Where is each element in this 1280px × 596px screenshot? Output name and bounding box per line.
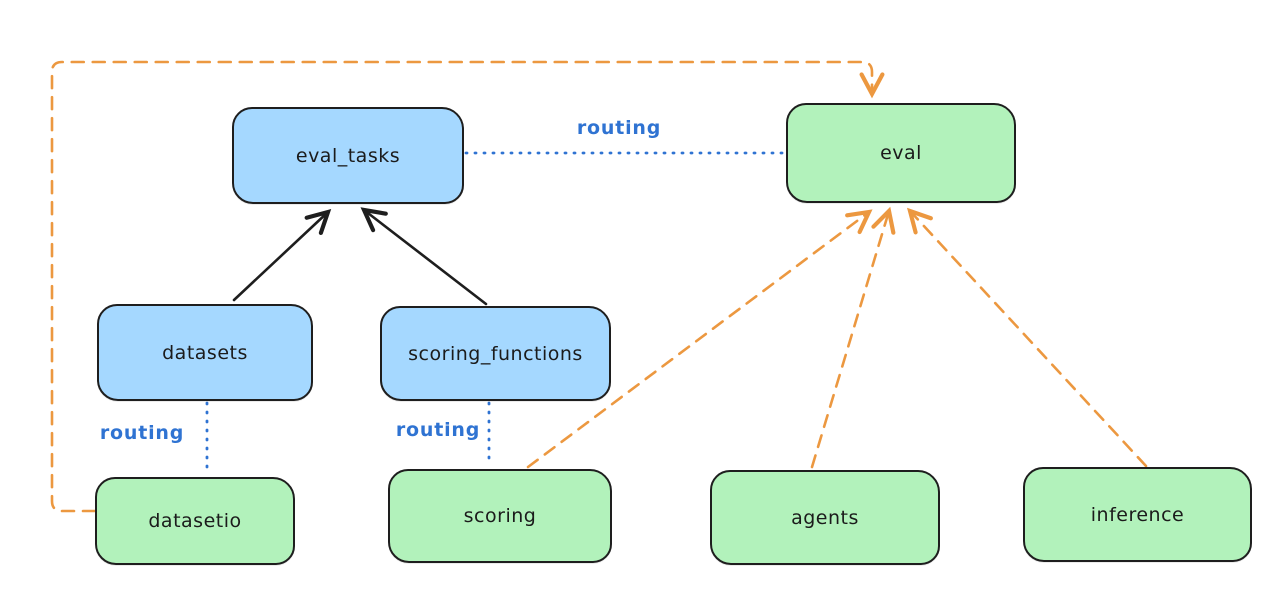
node-eval-tasks-label: eval_tasks xyxy=(295,144,401,167)
node-datasets: datasets xyxy=(97,304,313,401)
edge-label-routing-scoring-functions-scoring: routing xyxy=(395,419,481,441)
edge-scoring-to-eval xyxy=(526,209,873,469)
node-eval: eval xyxy=(786,103,1016,203)
edge-inference-to-eval xyxy=(906,207,1148,468)
edge-label-routing-datasets-datasetio: routing xyxy=(99,422,185,444)
node-scoring-label: scoring xyxy=(463,505,537,527)
node-agents: agents xyxy=(710,470,940,565)
edge-datasetio-to-eval-loop xyxy=(50,60,885,513)
node-scoring: scoring xyxy=(388,469,612,563)
node-scoring-functions: scoring_functions xyxy=(380,306,611,401)
node-scoring-functions-label: scoring_functions xyxy=(408,342,583,365)
node-datasetio: datasetio xyxy=(95,477,295,565)
node-datasetio-label: datasetio xyxy=(148,510,242,532)
node-datasets-label: datasets xyxy=(162,341,248,364)
edge-scoring-functions-to-eval-tasks xyxy=(360,207,488,306)
edge-agents-to-eval xyxy=(810,206,896,469)
node-inference-label: inference xyxy=(1090,503,1185,526)
edge-label-routing-eval-tasks-eval: routing xyxy=(576,117,662,139)
node-eval-tasks: eval_tasks xyxy=(232,107,464,204)
node-agents-label: agents xyxy=(791,506,859,529)
edge-datasets-to-eval-tasks xyxy=(232,208,332,302)
node-eval-label: eval xyxy=(880,142,922,164)
node-inference: inference xyxy=(1023,467,1252,562)
